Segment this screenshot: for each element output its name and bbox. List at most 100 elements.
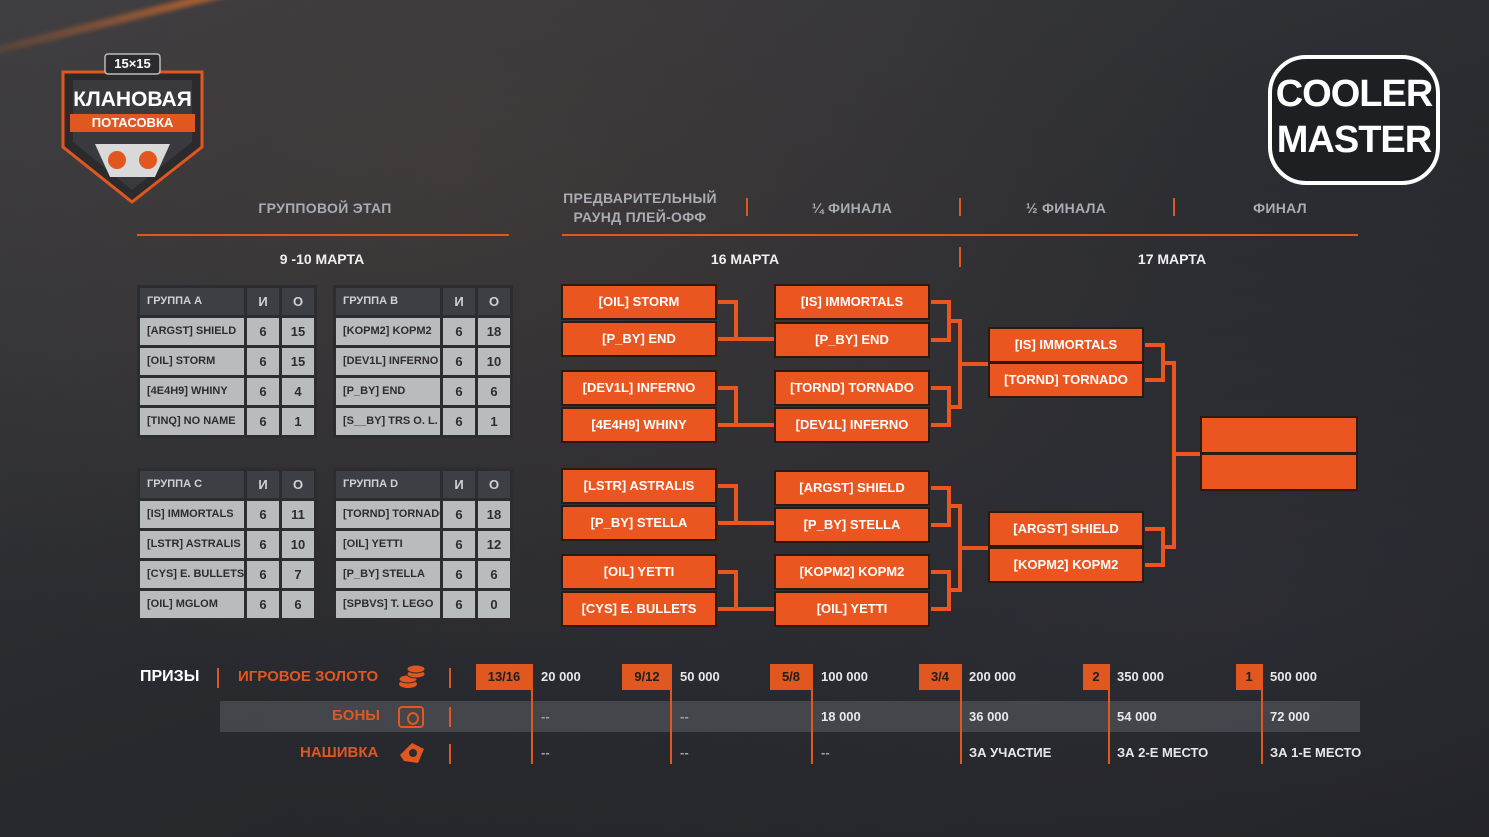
prizes-title: ПРИЗЫ: [140, 668, 200, 685]
patch-label: НАШИВКА: [300, 744, 379, 761]
points-value: 6: [478, 378, 510, 405]
gold-value: 100 000: [821, 669, 868, 684]
col-games: И: [247, 288, 279, 315]
group-table-c: ГРУППА C И О [IS] IMMORTALS 6 11 [LSTR] …: [137, 468, 317, 621]
patch-value: --: [821, 745, 830, 760]
semi-team: [TORND] TORNADO: [988, 362, 1144, 398]
bonds-value: 36 000: [969, 709, 1009, 724]
place-badge: 5/8: [770, 664, 812, 690]
points-value: 10: [282, 531, 314, 558]
divider: [746, 198, 748, 216]
prelim-team: [CYS] E. BULLETS: [561, 591, 717, 627]
final-slot: [1200, 416, 1358, 454]
bonds-value: 72 000: [1270, 709, 1310, 724]
semi-team: [ARGST] SHIELD: [988, 511, 1144, 547]
team-name: [S__BY] TRS O. L.: [336, 408, 440, 435]
group-table-a: ГРУППА A И О [ARGST] SHIELD 6 15 [OIL] S…: [137, 285, 317, 438]
coins-icon: [398, 664, 426, 690]
column-divider: [811, 664, 813, 764]
date-day1: 16 МАРТА: [710, 251, 780, 267]
games-value: 6: [443, 408, 475, 435]
header-rule-right: [562, 234, 1358, 236]
games-value: 6: [443, 591, 475, 618]
prelim-team: [P_BY] STELLA: [561, 505, 717, 541]
quarter-team: [DEV1L] INFERNO: [774, 407, 930, 443]
team-name: [OIL] YETTI: [336, 531, 440, 558]
col-points: О: [282, 471, 314, 498]
games-value: 6: [443, 561, 475, 588]
team-name: [KOPM2] KOPM2: [336, 318, 440, 345]
points-value: 11: [282, 501, 314, 528]
team-name: [4E4H9] WHINY: [140, 378, 244, 405]
column-divider: [1261, 664, 1263, 764]
team-name: [IS] IMMORTALS: [140, 501, 244, 528]
divider: [217, 668, 219, 688]
points-value: 18: [478, 501, 510, 528]
gold-value: 350 000: [1117, 669, 1164, 684]
final-slot: [1200, 453, 1358, 491]
team-name: [P_BY] END: [336, 378, 440, 405]
team-name: [OIL] STORM: [140, 348, 244, 375]
games-value: 6: [247, 348, 279, 375]
logo-line2: ПОТАСОВКА: [91, 115, 174, 130]
team-name: [OIL] MGLOM: [140, 591, 244, 618]
place-badge: 3/4: [919, 664, 961, 690]
patch-value: ЗА 1-Е МЕСТО: [1270, 745, 1362, 760]
games-value: 6: [443, 531, 475, 558]
patch-value: --: [541, 745, 550, 760]
stage-semi: ½ ФИНАЛА: [1025, 200, 1107, 216]
quarter-team: [P_BY] END: [774, 322, 930, 358]
games-value: 6: [247, 408, 279, 435]
quarter-team: [IS] IMMORTALS: [774, 284, 930, 320]
group-table-d: ГРУППА D И О [TORND] TORNADO 6 18 [OIL] …: [333, 468, 513, 621]
games-value: 6: [443, 378, 475, 405]
semi-team: [IS] IMMORTALS: [988, 327, 1144, 363]
team-name: [ARGST] SHIELD: [140, 318, 244, 345]
games-value: 6: [247, 561, 279, 588]
place-badge: 9/12: [622, 664, 672, 690]
bonds-value: 18 000: [821, 709, 861, 724]
stage-prelim-line2: РАУНД ПЛЕЙ-ОФФ: [573, 209, 707, 225]
bonds-value: 54 000: [1117, 709, 1157, 724]
patch-value: ЗА УЧАСТИЕ: [969, 745, 1052, 760]
cooler-master-logo: COOLER MASTER: [1268, 55, 1440, 185]
col-points: О: [282, 288, 314, 315]
place-badge: 1: [1236, 664, 1262, 690]
games-value: 6: [443, 348, 475, 375]
group-name: ГРУППА C: [140, 471, 244, 498]
header-rule-left: [137, 234, 509, 236]
games-value: 6: [247, 591, 279, 618]
points-value: 6: [478, 561, 510, 588]
gold-value: 20 000: [541, 669, 581, 684]
prelim-team: [OIL] YETTI: [561, 554, 717, 590]
place-badge: 13/16: [476, 664, 532, 690]
points-value: 15: [282, 348, 314, 375]
bonds-row-band: [220, 701, 1360, 732]
col-points: О: [478, 288, 510, 315]
date-group: 9 -10 МАРТА: [279, 251, 365, 267]
quarter-team: [ARGST] SHIELD: [774, 470, 930, 506]
gold-value: 200 000: [969, 669, 1016, 684]
patch-value: ЗА 2-Е МЕСТО: [1117, 745, 1209, 760]
group-name: ГРУППА A: [140, 288, 244, 315]
points-value: 0: [478, 591, 510, 618]
divider: [449, 668, 451, 688]
clan-brawl-logo: 15×15 КЛАНОВАЯ ПОТАСОВКА: [55, 52, 210, 207]
column-divider: [1108, 664, 1110, 764]
team-name: [TINQ] NO NAME: [140, 408, 244, 435]
points-value: 15: [282, 318, 314, 345]
prelim-team: [OIL] STORM: [561, 284, 717, 320]
prelim-team: [P_BY] END: [561, 321, 717, 357]
games-value: 6: [443, 501, 475, 528]
games-value: 6: [247, 501, 279, 528]
col-games: И: [247, 471, 279, 498]
divider: [449, 744, 451, 764]
group-name: ГРУППА D: [336, 471, 440, 498]
col-games: И: [443, 288, 475, 315]
column-divider: [531, 664, 533, 764]
stage-group: ГРУППОВОЙ ЭТАП: [258, 200, 392, 216]
bonds-value: --: [680, 709, 689, 724]
prelim-team: [DEV1L] INFERNO: [561, 370, 717, 406]
games-value: 6: [247, 378, 279, 405]
stage-final: ФИНАЛ: [1253, 200, 1307, 216]
